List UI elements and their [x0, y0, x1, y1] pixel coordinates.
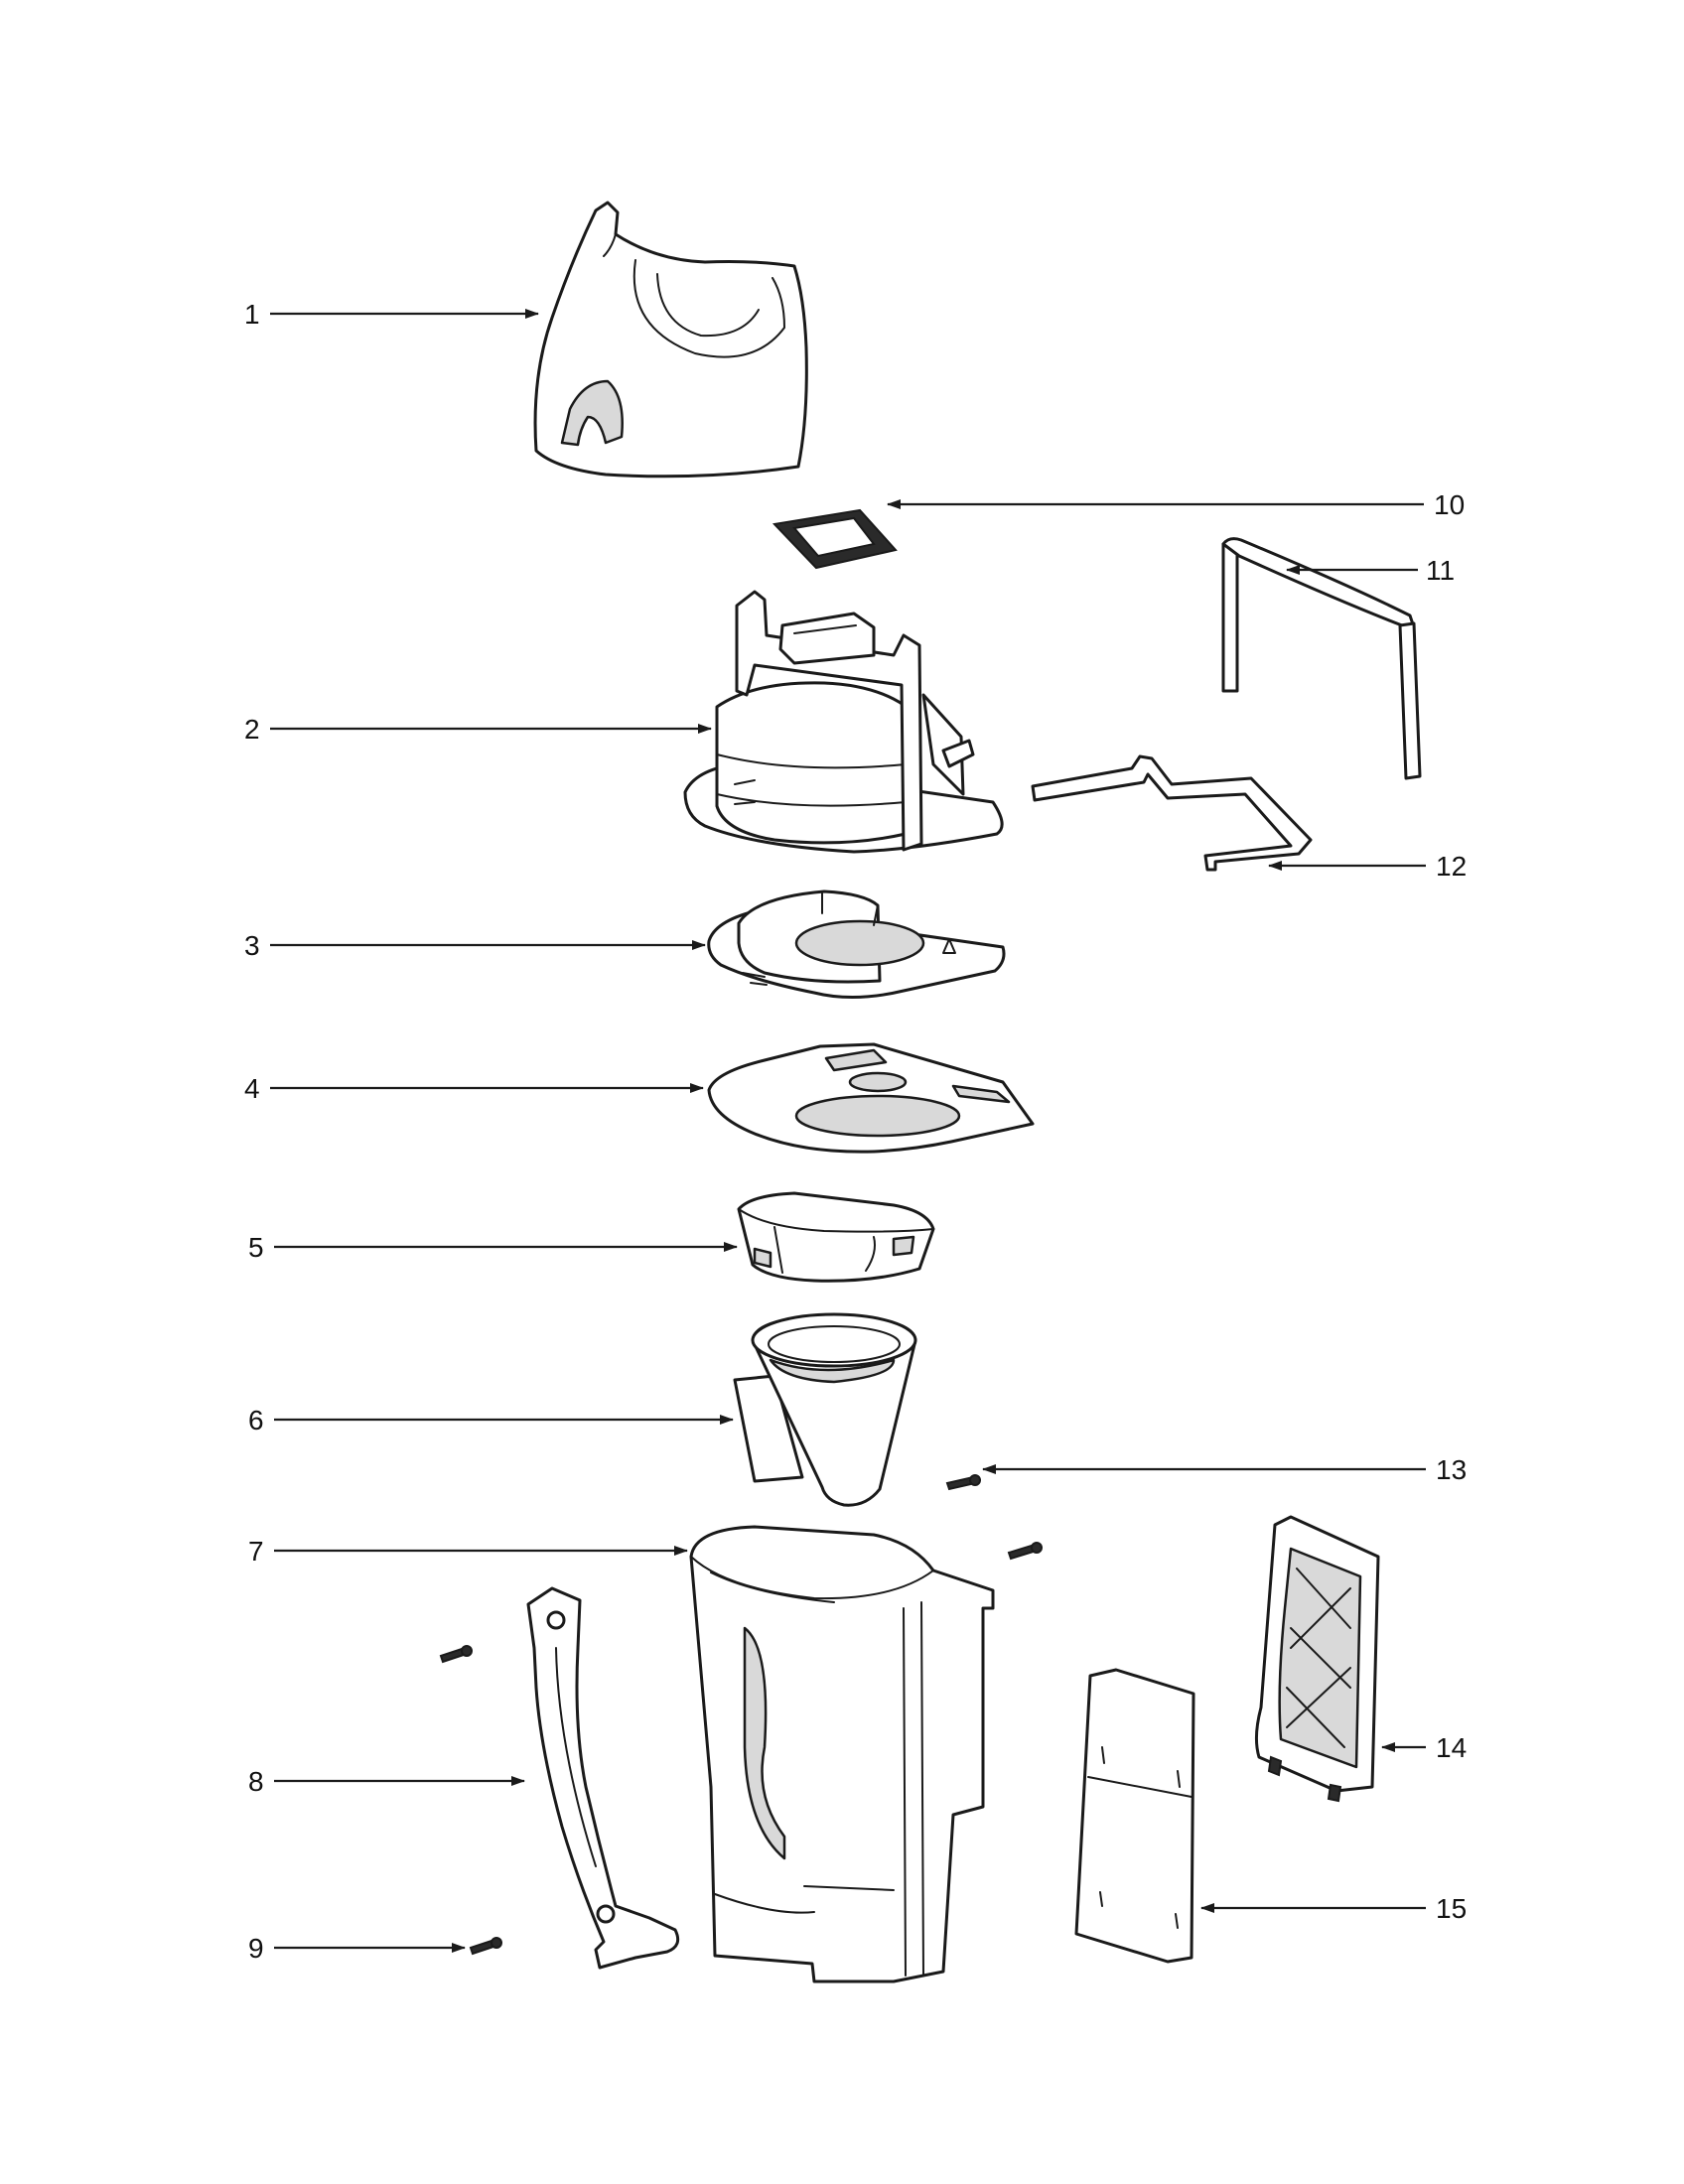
callout-label-6: 6 — [248, 1405, 264, 1435]
callout-label-9: 9 — [248, 1933, 264, 1964]
callout-label-1: 1 — [244, 299, 260, 330]
callout-label-11: 11 — [1426, 555, 1455, 586]
leader-lines — [270, 309, 1426, 1953]
callout-label-7: 7 — [248, 1536, 264, 1567]
part-6-filter-cone — [733, 1312, 917, 1507]
callout-label-3: 3 — [244, 930, 260, 961]
callout-label-5: 5 — [248, 1232, 264, 1263]
callout-label-4: 4 — [244, 1073, 260, 1104]
callout-label-14: 14 — [1436, 1732, 1467, 1763]
part-12-lower-bracket — [1031, 754, 1313, 872]
part-11-upper-bracket — [1221, 537, 1422, 780]
part-9-screws — [439, 1645, 502, 1956]
part-8-side-arm — [526, 1586, 680, 1970]
callout-label-15: 15 — [1436, 1893, 1467, 1924]
part-10-gasket — [772, 508, 898, 570]
part-1-top-cover — [533, 201, 808, 478]
part-5-filter-holder — [737, 1191, 935, 1283]
part-14-grid-panel — [1254, 1515, 1380, 1803]
callout-label-10: 10 — [1434, 489, 1465, 520]
callout-label-12: 12 — [1436, 851, 1467, 882]
part-2-reservoir-housing — [683, 590, 1004, 854]
part-7-main-body — [689, 1525, 995, 1983]
callout-label-2: 2 — [244, 714, 260, 745]
part-3-drip-tray-top — [707, 889, 1006, 999]
callout-label-8: 8 — [248, 1766, 264, 1797]
callout-label-13: 13 — [1436, 1454, 1467, 1485]
part-13-screws — [945, 1474, 1043, 1561]
part-4-flat-plate — [707, 1042, 1035, 1154]
callout-labels: 1 2 3 4 5 6 7 8 9 10 11 12 13 14 15 — [244, 299, 1467, 1964]
part-15-flat-panel — [1074, 1668, 1195, 1964]
